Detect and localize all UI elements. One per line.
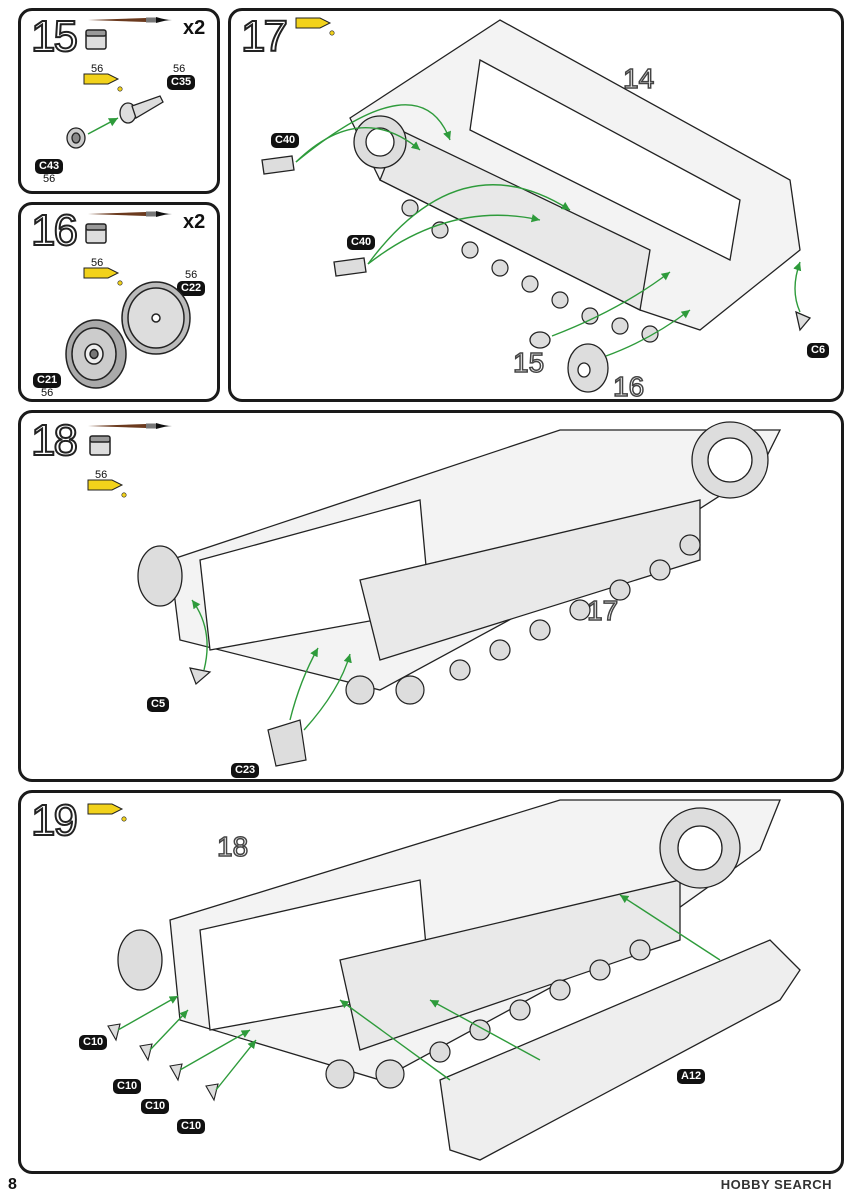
glue-tube-icon	[83, 73, 123, 92]
brush-icon	[88, 17, 172, 23]
part-label: C6	[807, 343, 830, 358]
fittings	[189, 667, 307, 767]
step-number: 18	[30, 416, 79, 465]
wheel-part	[121, 281, 191, 355]
part-label: C40	[347, 235, 376, 250]
subassembly-label: 17	[586, 595, 619, 626]
part-label: C10	[113, 1079, 142, 1094]
assembly-arrows	[117, 894, 721, 1091]
part-label: C43	[35, 159, 64, 174]
road-wheels	[401, 199, 659, 343]
glue-tube-icon	[87, 803, 127, 822]
multiplier: x2	[183, 211, 206, 233]
paint-code: 56	[91, 63, 104, 75]
part-label: A12	[677, 1069, 706, 1084]
step-number: 16	[30, 206, 79, 255]
part-label: C23	[231, 763, 260, 778]
road-wheels	[345, 534, 701, 705]
hull-assembly	[137, 421, 782, 691]
part-label: C40	[271, 133, 300, 148]
step-15-panel: 15 x2 56 C35 56 C43 56	[18, 8, 220, 194]
paint-jar-icon	[89, 435, 111, 456]
assembly-arrows	[295, 104, 802, 357]
small-plates	[107, 1023, 219, 1102]
paint-code: 56	[91, 257, 104, 269]
axle-part	[119, 95, 164, 124]
step-number: 19	[30, 796, 79, 845]
side-skirt-part	[439, 939, 801, 1161]
part-label: C5	[147, 697, 170, 712]
paint-code: 56	[95, 469, 108, 481]
watermark: HOBBY SEARCH	[720, 1177, 832, 1192]
wheel-part	[65, 319, 127, 389]
paint-jar-icon	[85, 223, 107, 244]
road-wheels	[325, 939, 651, 1089]
hull-assembly	[349, 19, 801, 331]
hull-assembly	[117, 799, 781, 1081]
idler-parts	[261, 155, 812, 393]
subassembly-label: 15	[512, 347, 545, 378]
subassembly-label: 14	[622, 63, 655, 94]
part-label: C10	[79, 1035, 108, 1050]
part-label: C10	[177, 1119, 206, 1134]
subassembly-label: 16	[612, 371, 645, 402]
brush-icon	[88, 423, 172, 429]
multiplier: x2	[183, 17, 206, 39]
part-label: C35	[167, 75, 196, 90]
brush-icon	[88, 211, 172, 217]
step-number: 15	[30, 12, 79, 61]
glue-tube-icon	[87, 479, 127, 498]
step-number: 17	[240, 12, 289, 61]
part-label: C22	[177, 281, 206, 296]
assembly-arrows	[191, 599, 352, 731]
paint-jar-icon	[85, 29, 107, 50]
part-label: C21	[33, 373, 62, 388]
subassembly-label: 18	[216, 831, 249, 862]
glue-tube-icon	[83, 267, 123, 286]
part-paint-code: 56	[41, 387, 54, 399]
part-paint-code: 56	[43, 173, 56, 185]
page-number: 8	[8, 1176, 17, 1193]
part-paint-code: 56	[173, 63, 186, 75]
hub-part	[66, 127, 86, 149]
part-paint-code: 56	[185, 269, 198, 281]
part-label: C10	[141, 1099, 170, 1114]
glue-tube-icon	[295, 17, 335, 36]
